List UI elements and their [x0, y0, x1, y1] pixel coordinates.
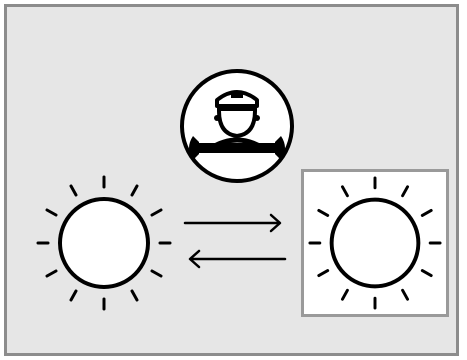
technician-wrench-icon: [180, 69, 294, 183]
sun-icon: [308, 176, 442, 310]
swap-arrows-icon: [183, 213, 287, 269]
sun-icon: [36, 175, 172, 311]
target-box: [301, 169, 449, 317]
scene-panel: [4, 4, 459, 356]
